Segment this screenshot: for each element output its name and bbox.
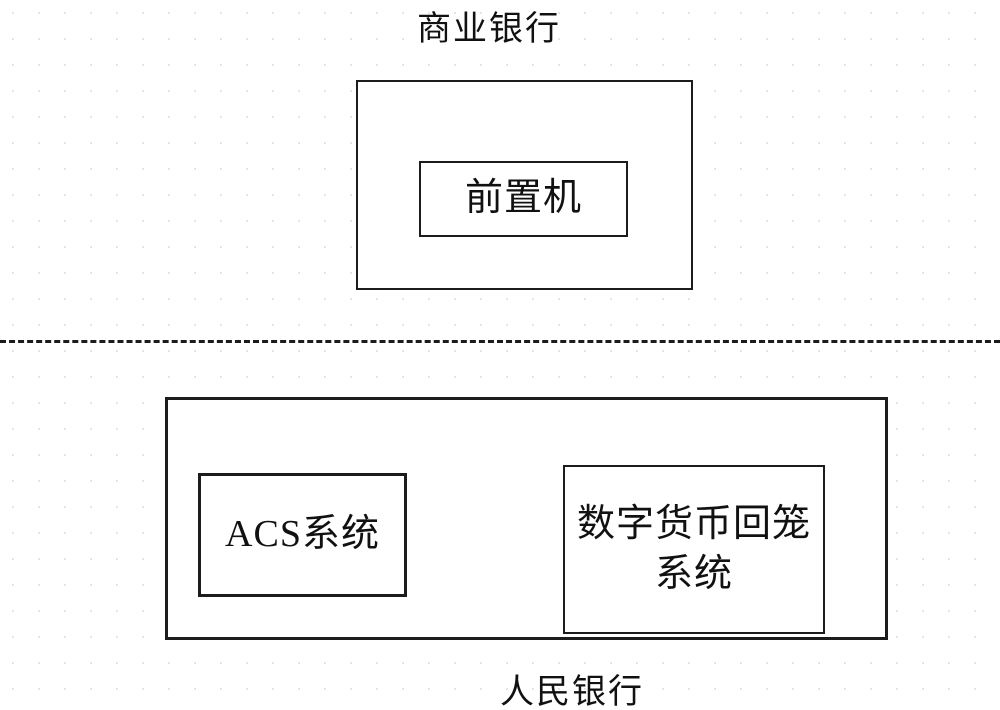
peoples-bank-container: ACS系统 数字货币回笼 系统 [165,397,888,640]
peoples-bank-label: 人民银行 [500,674,644,710]
digital-currency-recall-system-box: 数字货币回笼 系统 [563,465,825,634]
front-end-machine-box: 前置机 [419,161,628,237]
recall-label-line2: 系统 [654,552,733,595]
commercial-bank-container: 前置机 [356,80,693,290]
acs-system-box: ACS系统 [198,473,407,597]
digital-currency-recall-system-label: 数字货币回笼 系统 [565,467,823,632]
commercial-bank-label: 商业银行 [417,11,561,48]
front-end-machine-label: 前置机 [464,177,582,220]
acs-system-label: ACS系统 [225,513,380,556]
bank-boundary-dashed-line [0,340,1000,343]
recall-label-line1: 数字货币回笼 [576,503,811,546]
